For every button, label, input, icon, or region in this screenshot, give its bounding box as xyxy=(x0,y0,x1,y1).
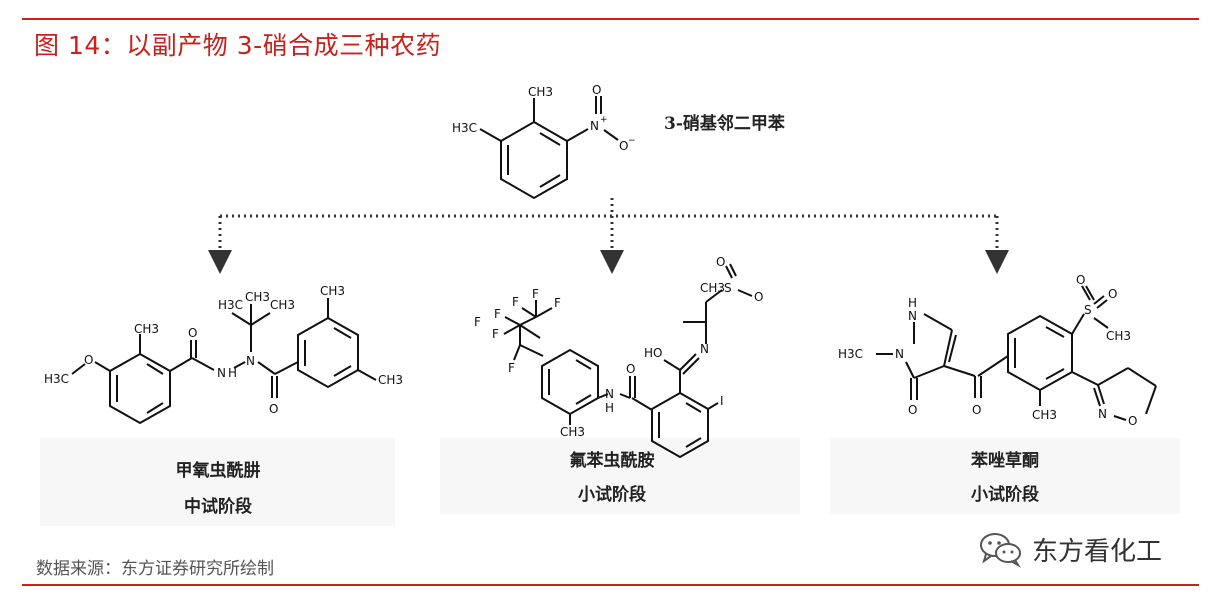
product-3-stage: 小试阶段 xyxy=(971,484,1039,505)
p1-tbu-c: CH3 xyxy=(270,298,295,312)
reaction-arrows xyxy=(208,198,1009,274)
precursor-plus: + xyxy=(600,115,608,125)
product-1-stage: 中试阶段 xyxy=(184,496,252,517)
source-note: 数据来源：东方证券研究所绘制 xyxy=(36,559,274,579)
p2-f2: F xyxy=(554,296,561,310)
precursor-minus: − xyxy=(628,136,636,146)
p1-tbu-a: H3C xyxy=(218,298,243,312)
p3-n1: N xyxy=(895,347,904,361)
p2-f6: F xyxy=(492,327,499,341)
p2-iodine: I xyxy=(720,394,724,408)
p3-nh-h: H xyxy=(908,296,917,310)
p1-n2: N xyxy=(246,354,255,368)
bottom-rule xyxy=(22,584,1199,586)
p1-ar-ch3-top: CH3 xyxy=(320,284,345,298)
precursor-o-right: O xyxy=(619,139,628,153)
p1-o-carbonyl-1: O xyxy=(188,326,197,340)
product-2-panel xyxy=(440,438,800,514)
p2-ch3: CH3 xyxy=(560,425,585,439)
p2-o-2: O xyxy=(754,290,763,304)
p2-ch3-s: CH3 xyxy=(700,281,725,295)
p2-f1: F xyxy=(532,287,539,301)
p3-ch3: CH3 xyxy=(1032,408,1057,422)
p2-nh-n: N xyxy=(605,387,614,401)
product-2-name: 氟苯虫酰胺 xyxy=(570,450,655,471)
p3-o-ketone: O xyxy=(972,403,981,417)
p2-n-imine: N xyxy=(700,342,709,356)
precursor-name: 3-硝基邻二甲苯 xyxy=(664,113,785,134)
product-3-structure xyxy=(876,285,1157,421)
precursor-o-top: O xyxy=(592,83,601,97)
p1-ar-ch3-right: CH3 xyxy=(378,373,403,387)
precursor-nitrogen: N xyxy=(590,119,599,133)
precursor-methyl-top: CH3 xyxy=(528,85,553,99)
watermark: 东方看化工 xyxy=(978,530,1162,568)
p1-nh-h: H xyxy=(228,366,237,380)
p2-ho: HO xyxy=(644,346,662,360)
product-2-stage: 小试阶段 xyxy=(578,484,646,505)
figure-title: 图 14：以副产物 3-硝合成三种农药 xyxy=(34,31,442,60)
p3-o-1: O xyxy=(1076,273,1085,287)
precursor-methyl-left: H3C xyxy=(452,121,477,135)
p3-nh-n: N xyxy=(908,309,917,323)
product-3-panel xyxy=(830,438,1180,514)
p1-o-ether: O xyxy=(84,353,93,367)
p1-h3c-ether: H3C xyxy=(44,372,69,386)
p3-o-iso: O xyxy=(1128,414,1137,428)
p2-o-amide: O xyxy=(626,362,635,376)
p3-n-iso: N xyxy=(1098,407,1107,421)
product-1-name: 甲氧虫酰肼 xyxy=(176,460,261,481)
p2-f7: F xyxy=(508,361,515,375)
p1-ch3-ortho: CH3 xyxy=(134,322,159,336)
product-1-structure xyxy=(71,298,377,425)
p2-o-1: O xyxy=(716,255,725,269)
p3-o-2: O xyxy=(1108,287,1117,301)
p2-f5: F xyxy=(474,315,481,329)
p3-h3c-n: H3C xyxy=(838,347,863,361)
p1-nh-n: N xyxy=(217,366,226,380)
precursor-structure xyxy=(479,96,619,200)
p3-sulfur: S xyxy=(1084,303,1092,317)
watermark-text: 东方看化工 xyxy=(1032,536,1163,567)
wechat-icon xyxy=(980,533,1021,568)
p2-nh-h: H xyxy=(605,401,614,415)
product-3-name: 苯唑草酮 xyxy=(970,450,1039,471)
top-rule xyxy=(22,18,1199,20)
p3-ch3-s: CH3 xyxy=(1106,329,1131,343)
p1-o-carbonyl-2: O xyxy=(269,402,278,416)
p1-tbu-b: CH3 xyxy=(245,290,270,304)
p3-o-ring: O xyxy=(908,403,917,417)
p2-sulfur: S xyxy=(724,281,732,295)
p2-f4: F xyxy=(494,307,501,321)
product-1-panel xyxy=(40,438,395,526)
p2-f3: F xyxy=(512,295,519,309)
product-2-structure xyxy=(503,263,753,459)
